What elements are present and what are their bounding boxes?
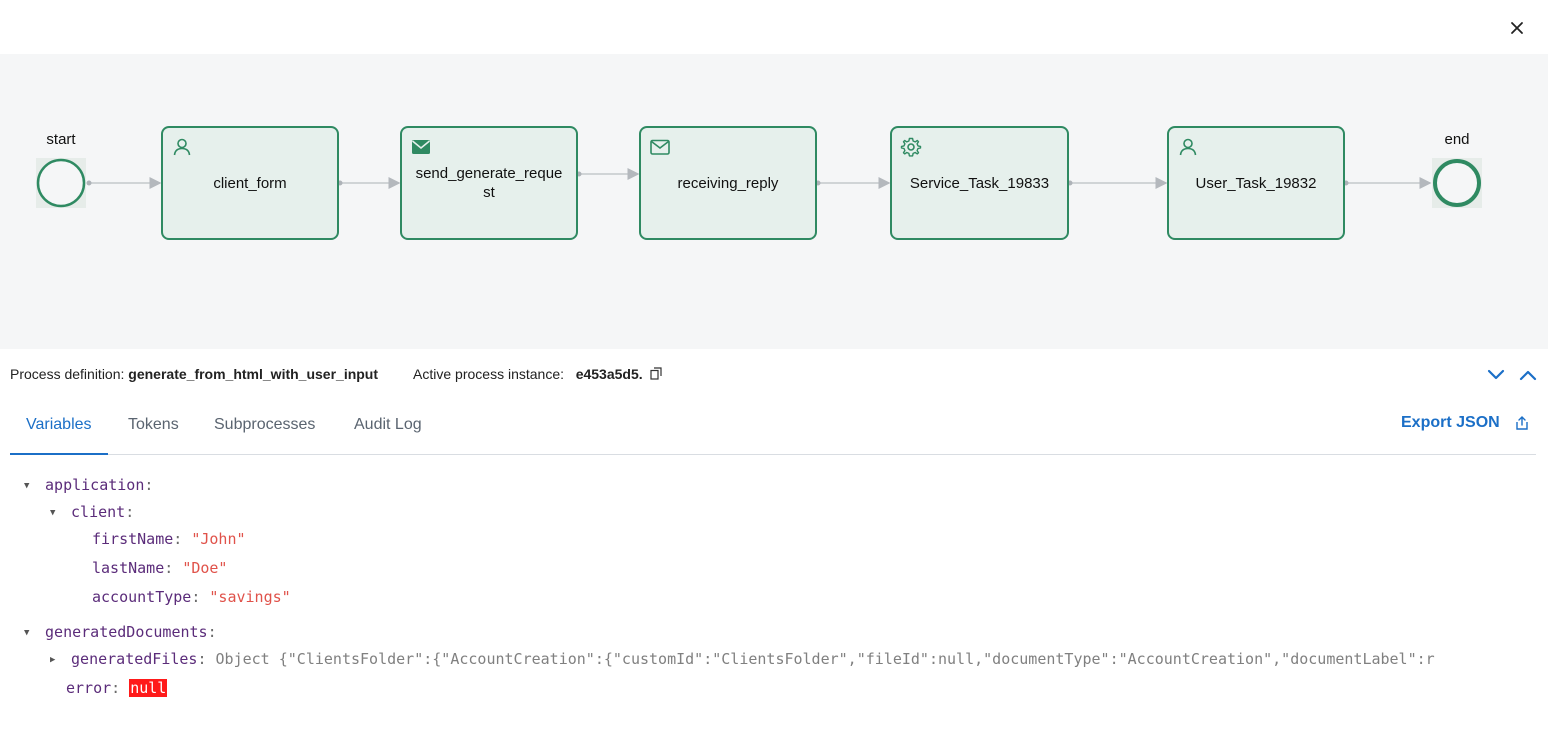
tab-bar: Variables Tokens Subprocesses Audit Log <box>10 404 1536 455</box>
expand-triangle-icon[interactable]: ▶ <box>50 655 56 665</box>
variable-key: client <box>71 503 126 521</box>
variable-value-null: null <box>129 679 168 697</box>
process-meta: Process definition: generate_from_html_w… <box>10 366 662 382</box>
tree-row-generateddocuments[interactable]: ▼ generatedDocuments: <box>24 623 217 641</box>
tree-row-application[interactable]: ▼ application: <box>24 476 154 494</box>
user-icon <box>173 138 191 156</box>
task-label: User_Task_19832 <box>1195 174 1317 192</box>
task-label: Service_Task_19833 <box>909 174 1050 192</box>
variable-key: accountType <box>92 588 192 606</box>
tree-row-lastname: lastName: "Doe" <box>92 559 228 577</box>
task-label: client_form <box>213 174 287 192</box>
task-client-form[interactable]: client_form <box>161 126 339 240</box>
user-icon <box>1179 138 1197 156</box>
collapse-triangle-icon[interactable]: ▼ <box>24 628 30 638</box>
variable-value: "Doe" <box>182 559 228 577</box>
end-event-label: end <box>1444 131 1470 148</box>
task-receiving-reply[interactable]: receiving_reply <box>639 126 817 240</box>
variable-key: generatedFiles <box>71 650 198 668</box>
task-send-generate-request[interactable]: send_generate_request <box>400 126 578 240</box>
start-event <box>36 158 86 208</box>
variable-key: lastName <box>92 559 165 577</box>
variable-value: Object {"ClientsFolder":{"AccountCreatio… <box>215 650 1435 668</box>
active-instance-label: Active process instance: <box>413 366 565 382</box>
variable-value: "savings" <box>209 588 291 606</box>
tree-row-error: error: null <box>66 679 168 697</box>
export-json-button[interactable]: Export JSON <box>1401 414 1500 431</box>
gear-icon <box>900 137 922 157</box>
tab-variables[interactable]: Variables <box>10 404 108 455</box>
tab-subprocesses[interactable]: Subprocesses <box>214 416 316 433</box>
task-service-task[interactable]: Service_Task_19833 <box>890 126 1069 240</box>
end-event <box>1433 159 1481 207</box>
share-icon[interactable] <box>1514 415 1530 431</box>
collapse-triangle-icon[interactable]: ▼ <box>24 481 30 491</box>
process-definition-value: generate_from_html_with_user_input <box>128 366 379 382</box>
copy-icon[interactable] <box>649 367 662 380</box>
diagram-connectors <box>36 158 1482 208</box>
active-instance-value: e453a5d5. <box>575 366 643 382</box>
task-label: receiving_reply <box>677 174 779 192</box>
chevron-up-icon[interactable] <box>1518 366 1538 384</box>
tab-tokens[interactable]: Tokens <box>128 416 179 433</box>
tree-row-firstname: firstName: "John" <box>92 530 246 548</box>
tree-row-client[interactable]: ▼ client: <box>50 503 135 521</box>
start-event-label: start <box>46 131 76 148</box>
process-definition-label: Process definition: <box>10 366 125 382</box>
tree-row-generatedfiles[interactable]: ▶ generatedFiles: Object {"ClientsFolder… <box>50 650 1435 668</box>
tree-row-accounttype: accountType: "savings" <box>92 588 291 606</box>
variable-key: firstName <box>92 530 174 548</box>
envelope-filled-icon <box>411 140 431 154</box>
process-diagram[interactable]: start end client_form send_generate_requ… <box>0 54 1548 349</box>
variable-value: "John" <box>191 530 246 548</box>
chevron-down-icon[interactable] <box>1486 366 1506 384</box>
envelope-outline-icon <box>650 139 670 155</box>
collapse-triangle-icon[interactable]: ▼ <box>50 508 56 518</box>
tab-audit-log[interactable]: Audit Log <box>354 416 422 433</box>
variable-key: application <box>45 476 145 494</box>
task-user-task[interactable]: User_Task_19832 <box>1167 126 1345 240</box>
close-icon[interactable] <box>1505 16 1529 40</box>
task-label: send_generate_request <box>415 165 563 201</box>
variable-key: generatedDocuments <box>45 623 208 641</box>
variable-key: error <box>66 679 112 697</box>
